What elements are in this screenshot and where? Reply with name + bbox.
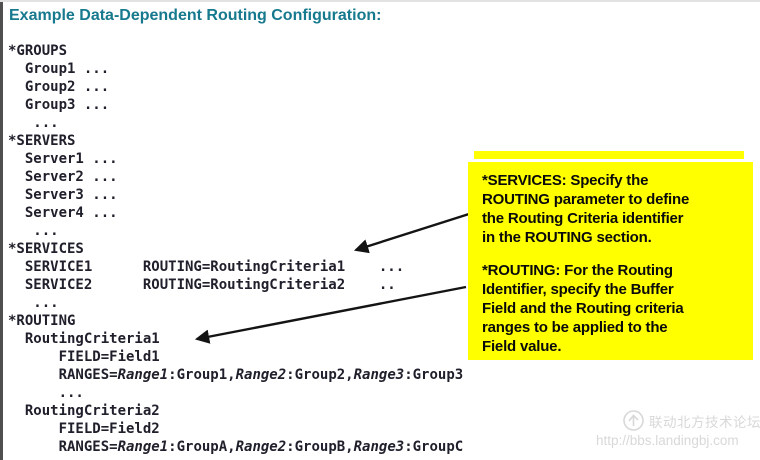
callout-line: Identifier, specify the Buffer xyxy=(482,281,674,298)
watermark-url: http://bbs.landingbj.com xyxy=(596,433,739,448)
code-line: RANGES=Range1:Group1,Range2:Group2,Range… xyxy=(8,367,464,383)
callout-line: *SERVICES: Specify the xyxy=(482,172,649,189)
arrow-to-services-line xyxy=(353,212,470,254)
code-line: ... xyxy=(8,115,59,131)
callout-line: in the ROUTING section. xyxy=(482,229,652,246)
code-line: Group1 ... xyxy=(8,61,110,77)
code-line: FIELD=Field1 xyxy=(8,349,160,365)
code-line: SERVICE1 ROUTING=RoutingCriteria1 ... xyxy=(8,259,405,275)
watermark-forum-name: 联动北方技术论坛 xyxy=(649,415,760,430)
code-line: *SERVICES xyxy=(8,241,84,257)
callout-line: *ROUTING: For the Routing xyxy=(482,262,673,279)
left-border-line xyxy=(0,0,3,460)
top-border-line xyxy=(0,0,760,2)
code-line: ... xyxy=(8,223,59,239)
code-line: Server2 ... xyxy=(8,169,118,185)
callout-line: Field and the Routing criteria xyxy=(482,300,684,317)
code-line: ... xyxy=(8,295,59,311)
code-block: *GROUPS Group1 ... Group2 ... Group3 ...… xyxy=(8,42,463,456)
code-line: ... xyxy=(8,385,84,401)
code-line: Server1 ... xyxy=(8,151,118,167)
callout-line: ranges to be applied to the xyxy=(482,319,668,336)
code-line: RANGES=Range1:GroupA,Range2:GroupB,Range… xyxy=(8,439,464,455)
code-line: Server3 ... xyxy=(8,187,118,203)
callout-line: ROUTING parameter to define xyxy=(482,191,690,208)
arrow-to-routing-criteria xyxy=(194,285,467,344)
code-line: RoutingCriteria1 xyxy=(8,331,160,347)
callout-top-strip xyxy=(474,151,744,159)
code-line: *SERVERS xyxy=(8,133,76,149)
callout-line: Field value. xyxy=(482,338,562,355)
page-title: Example Data-Dependent Routing Configura… xyxy=(9,7,382,24)
code-line: RoutingCriteria2 xyxy=(8,403,160,419)
callout-line: the Routing Criteria identifier xyxy=(482,210,684,227)
code-line: Group3 ... xyxy=(8,97,110,113)
code-line: Group2 ... xyxy=(8,79,110,95)
code-line: Server4 ... xyxy=(8,205,118,221)
code-line: SERVICE2 ROUTING=RoutingCriteria2 .. xyxy=(8,277,396,293)
code-line: *ROUTING xyxy=(8,313,76,329)
circle-bird-icon xyxy=(623,410,644,431)
code-line: FIELD=Field2 xyxy=(8,421,160,437)
code-line: *GROUPS xyxy=(8,43,68,59)
